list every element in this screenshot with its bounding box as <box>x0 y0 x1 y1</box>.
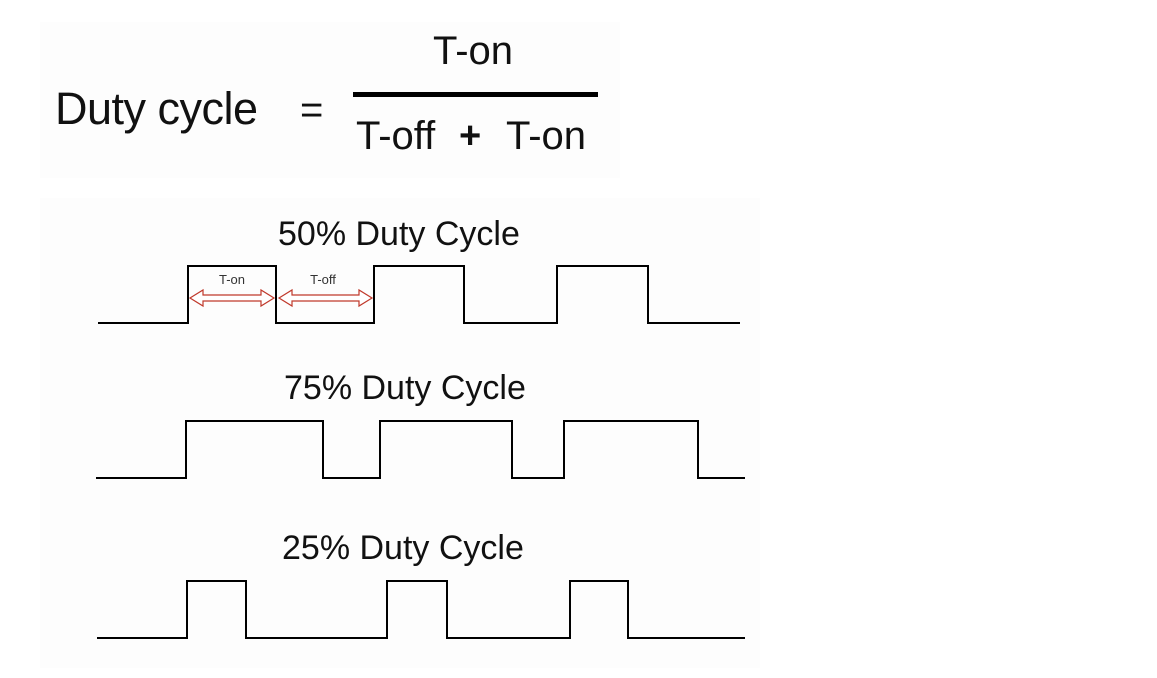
denominator-t-on: T-on <box>506 114 587 158</box>
formula-lhs: Duty cycle <box>55 83 258 134</box>
t-off-label: T-off <box>310 272 336 287</box>
waveform-50-signal <box>98 265 740 324</box>
waveform-title-25: 25% Duty Cycle <box>282 529 524 567</box>
denominator-plus: + <box>459 115 482 157</box>
formula-numerator: T-on <box>433 29 514 73</box>
t-on-double-arrow <box>188 288 276 308</box>
formula-denominator: T-off + T-on <box>356 112 606 160</box>
formula-equals-sign: = <box>300 88 324 132</box>
t-off-double-arrow <box>277 288 374 308</box>
waveform-25-signal <box>97 580 745 639</box>
waveform-title-50: 50% Duty Cycle <box>278 215 520 253</box>
waveform-panel <box>40 198 760 668</box>
denominator-t-off: T-off <box>356 114 436 158</box>
fraction-bar <box>353 92 598 97</box>
formula-panel <box>40 22 620 178</box>
waveform-title-75: 75% Duty Cycle <box>284 369 526 407</box>
waveform-75-signal <box>96 420 745 479</box>
t-on-label: T-on <box>219 272 245 287</box>
